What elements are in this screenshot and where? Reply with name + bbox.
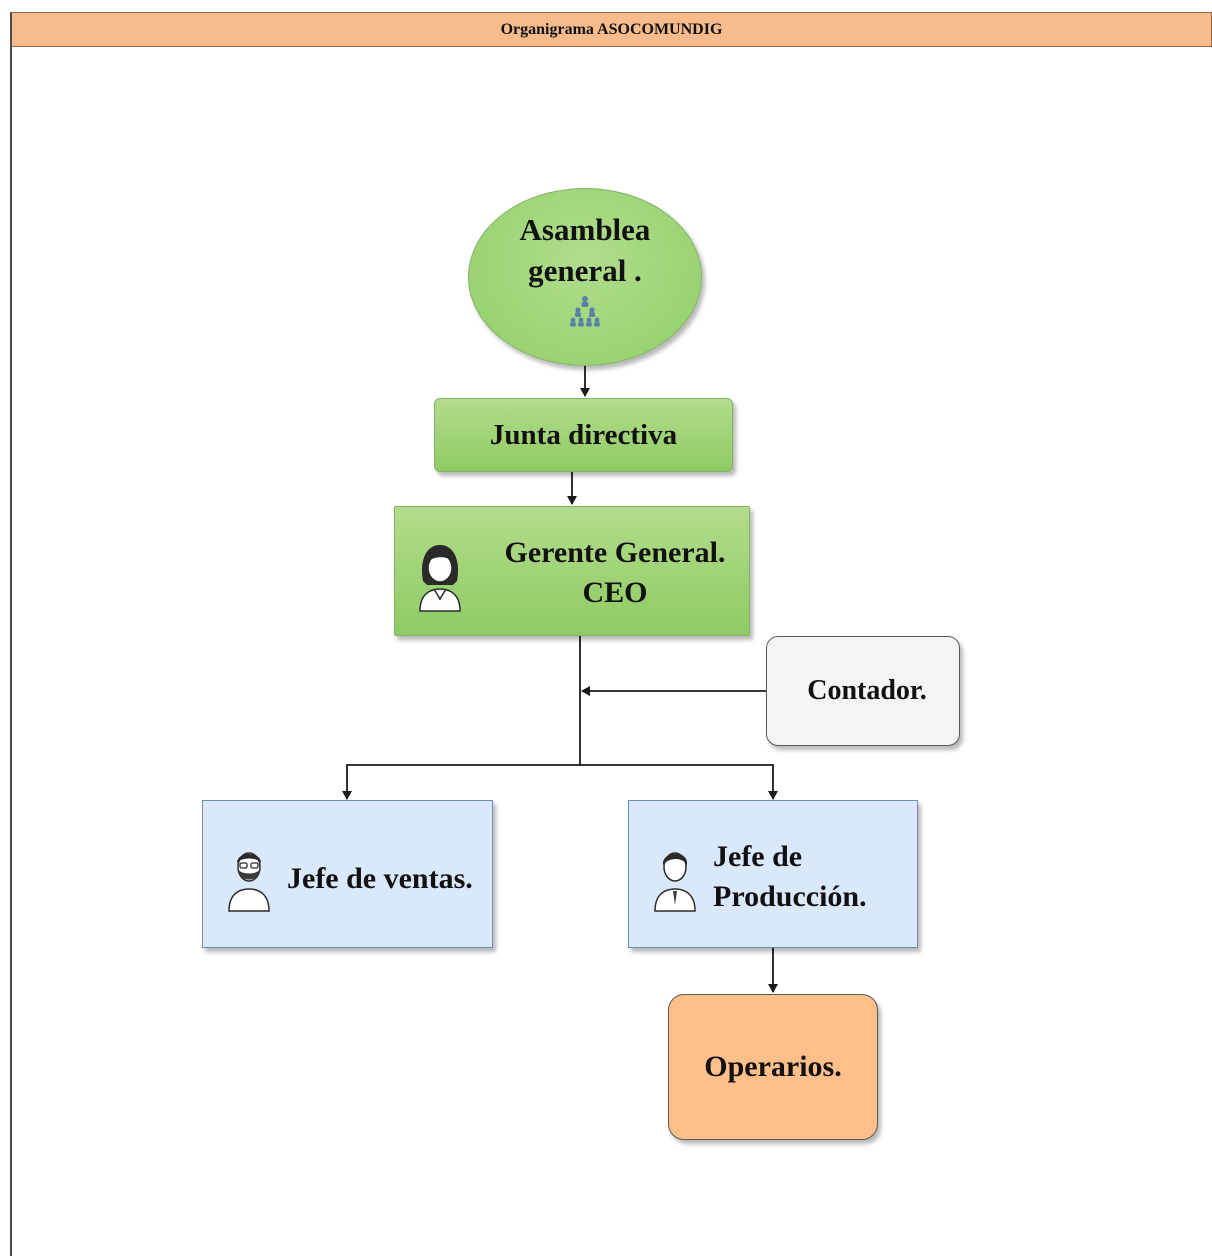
gerente-label-line2: CEO [582,575,648,609]
node-operarios[interactable]: Operarios. [668,994,878,1140]
asamblea-label-line2: general . [528,253,642,288]
operarios-label: Operarios. [704,1050,842,1084]
node-jefe-de-ventas[interactable]: Jefe de ventas. [202,800,493,948]
node-jefe-de-produccion[interactable]: Jefe de Producción. [628,800,918,948]
ventas-label: Jefe de ventas. [287,862,473,895]
junta-label: Junta directiva [489,418,678,451]
node-junta-directiva[interactable]: Junta directiva [434,398,733,472]
diagram-title: Organigrama ASOCOMUNDIG [10,12,1212,47]
edge-trunk-produccion [580,764,778,800]
produccion-label-line2: Producción. [713,879,867,913]
gerente-label-line1: Gerente General. [504,536,726,569]
contador-label: Contador. [807,674,927,706]
asamblea-label-line1: Asamblea [519,212,651,248]
woman-avatar-icon [419,545,461,612]
org-hierarchy-icon [570,295,600,327]
node-gerente-general[interactable]: Gerente General. CEO [394,506,750,636]
bearded-man-avatar-icon [228,852,270,912]
node-contador[interactable]: Contador. [766,636,960,746]
man-avatar-icon [654,852,696,912]
produccion-label-line1: Jefe de [713,840,803,873]
edge-trunk-ventas [342,764,580,800]
node-asamblea-general[interactable]: Asamblea general . [468,188,702,366]
